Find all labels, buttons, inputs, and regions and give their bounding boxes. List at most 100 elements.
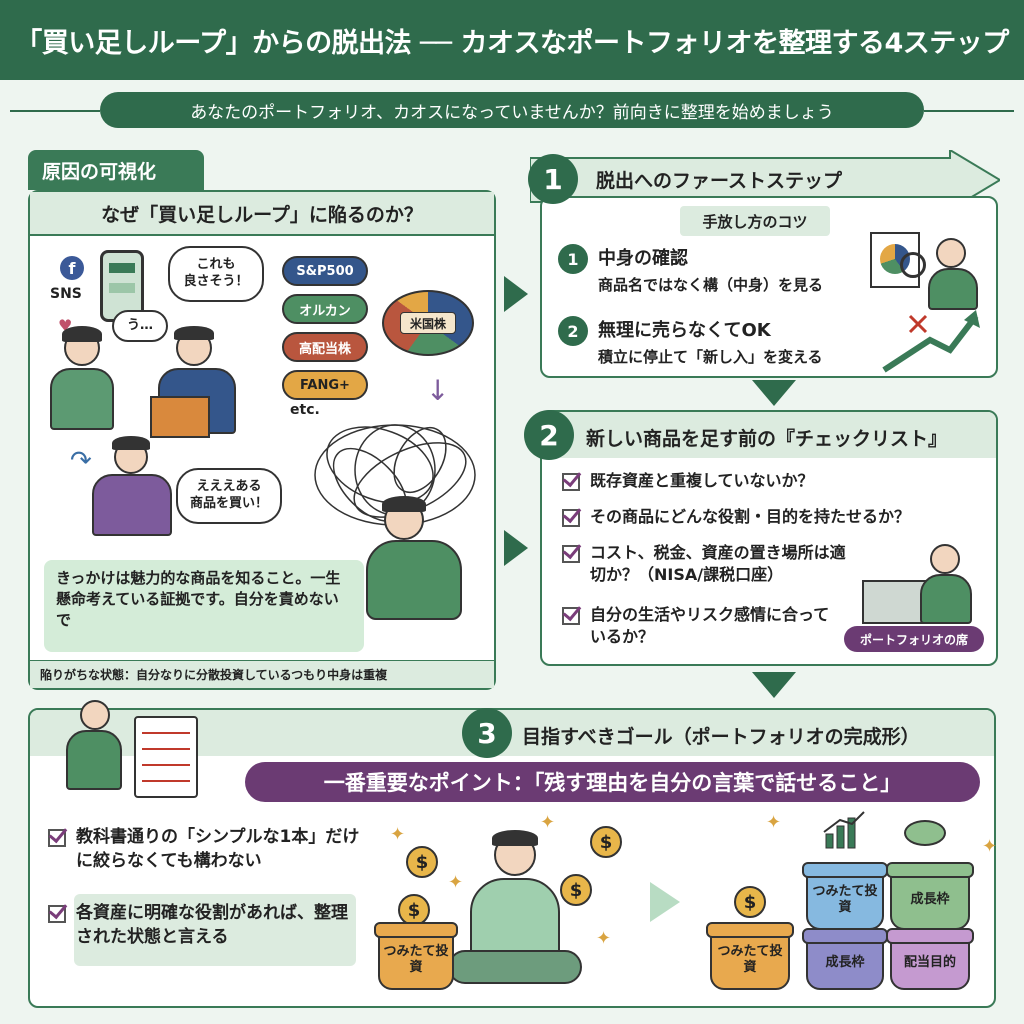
person-pointing-body [920,574,972,624]
goal-text-1: 教科書通りの「シンプルな1本」だけに絞らなくても構わない [76,827,360,871]
step1-item1-number: 1 [558,244,588,274]
step1-number: 1 [528,154,578,204]
checkbox-icon [562,607,580,625]
step2-number: 2 [524,410,574,460]
checkbox-icon [48,905,66,923]
speech-bubble-3: えええある 商品を買い！ [176,468,282,524]
coin-icon: $ [590,826,622,858]
checklist-text-3: コスト、税金、資産の置き場所は適切か？（NISA/課税口座） [590,543,846,584]
step1-item2-sub: 積立に停止て「新し入」を変える [598,348,823,366]
arrow-down-icon [752,672,796,698]
facebook-icon: f [60,256,84,280]
person-phone-body [50,368,114,430]
person-inspect-body [928,268,978,310]
person-clipboard-head [80,700,110,730]
checklist-text-1: 既存資産と重複していないか？ [590,471,814,490]
sparkle-icon: ✦ [448,872,464,893]
sparkle-icon: ✦ [596,928,612,949]
person-calm-body [470,878,560,962]
step3-title: 目指すべきゴール（ポートフォリオの完成形） [522,726,920,748]
person-stressed-hair [382,496,426,512]
checklist-text-2: その商品にどんな役割・目的を持たせるか？ [590,507,911,526]
checklist-item-2: その商品にどんな役割・目的を持たせるか？ [562,506,982,528]
product-pill-fang: FANG+ [282,370,368,400]
step1-title: 脱出へのファーストステップ [596,170,843,192]
clipboard-icon [134,716,198,798]
checklist-item-4: 自分の生活やリスク感情に合っているか？ [562,604,842,647]
arrow-right-icon [504,276,528,312]
checkbox-icon [562,509,580,527]
book-icon [150,396,210,438]
bucket-tsumitate-before: つみたて投資 [374,922,458,990]
goal-text-2: 各資産に明確な役割があれば、整理された状態と言える [76,903,348,947]
sparkle-icon: ✦ [982,836,998,857]
product-pill-orukan: オルカン [282,294,368,324]
checkbox-icon [48,829,66,847]
down-arrow-icon: ↓ [426,374,450,407]
portfolio-seat-label: ポートフォリオの席 [844,626,984,652]
coin-icon: $ [734,886,766,918]
person-stressed-body [366,540,462,620]
arrow-right-icon [504,530,528,566]
person-thinking-body [92,474,172,536]
goal-item-2: 各資産に明確な役割があれば、整理された状態と言える [48,902,348,950]
person-clipboard-body [66,730,122,790]
sns-label: SNS [50,286,82,302]
tips-label: 手放し方のコツ [680,206,830,236]
cause-question: なぜ「買い足しループ」に陥るのか？ [30,192,494,236]
coin-stack-icon [904,820,946,846]
bucket-tsumitate-after-1: つみたて投資 [706,922,794,990]
sparkle-icon: ✦ [540,812,556,833]
trigger-note: きっかけは魅力的な商品を知ること。一生懸命考えている証拠です。自分を責めないで [44,560,364,652]
step2-title: 新しい商品を足す前の『チェックリスト』 [586,428,948,450]
person-calm-hair [492,830,538,846]
magnifier-icon [900,252,926,278]
etc-label: etc. [290,402,320,418]
sparkle-icon: ✦ [766,812,782,833]
step1-item1-sub: 商品名ではなく構（中身）を見る [598,276,824,294]
pie-label: 米国株 [400,312,456,334]
status-note: 陥りがちな状態：自分なりに分散投資しているつもり中身は重複 [30,660,494,688]
cause-tab: 原因の可視化 [28,150,204,190]
checklist-item-3: コスト、税金、資産の置き場所は適切か？（NISA/課税口座） [562,542,852,585]
key-point-banner: 一番重要なポイント：「残す理由を自分の言葉で話せること」 [245,762,980,802]
bucket-dividend: 配当目的 [886,928,974,990]
divider-left [10,110,100,112]
step2-header [542,412,996,458]
speech-bubble-1: これも 良さそう！ [168,246,264,302]
checklist-item-1: 既存資産と重複していないか？ [562,470,982,492]
coin-icon: $ [560,874,592,906]
step3-number: 3 [462,708,512,758]
step1-item1-title: 中身の確認 [598,248,688,269]
person-thinking-hair [112,436,150,450]
page-title: 「買い足しループ」からの脱出法 ── カオスなポートフォリオを整理する4ステップ [0,0,1024,80]
person-calm-legs [448,950,582,984]
checkbox-icon [562,473,580,491]
sparkle-icon: ✦ [390,824,406,845]
checklist-text-4: 自分の生活やリスク感情に合っているか？ [590,605,830,646]
product-pill-sp500: S&P500 [282,256,368,286]
checkbox-icon [562,545,580,563]
coin-icon: $ [406,846,438,878]
bar-chart-icon [823,811,865,849]
curved-arrow-icon: ↷ [70,446,92,476]
bucket-growth-2: 成長枠 [802,928,888,990]
step1-item2-title: 無理に売らなくてOK [598,320,771,341]
divider-right [924,110,1014,112]
person-phone-hair [62,326,102,342]
bucket-growth-1: 成長枠 [886,862,974,930]
person-pointing-head [930,544,960,574]
subtitle: あなたのポートフォリオ、カオスになっていませんか？前向きに整理を始めましょう [100,92,924,128]
speech-bubble-2: う… [112,310,168,342]
goal-item-1: 教科書通りの「シンプルな1本」だけに絞らなくても構わない [48,826,368,874]
goal-highlight [74,894,356,966]
person-inspect-head [936,238,966,268]
coin-icon: $ [398,894,430,926]
growth-arrow-icon [882,310,980,373]
arrow-down-icon [752,380,796,406]
arrow-right-icon [650,882,680,922]
product-pill-high-dividend: 高配当株 [282,332,368,362]
step1-item2-number: 2 [558,316,588,346]
bucket-tsumitate-after-2: つみたて投資 [802,862,888,930]
person-book-hair [174,326,214,340]
